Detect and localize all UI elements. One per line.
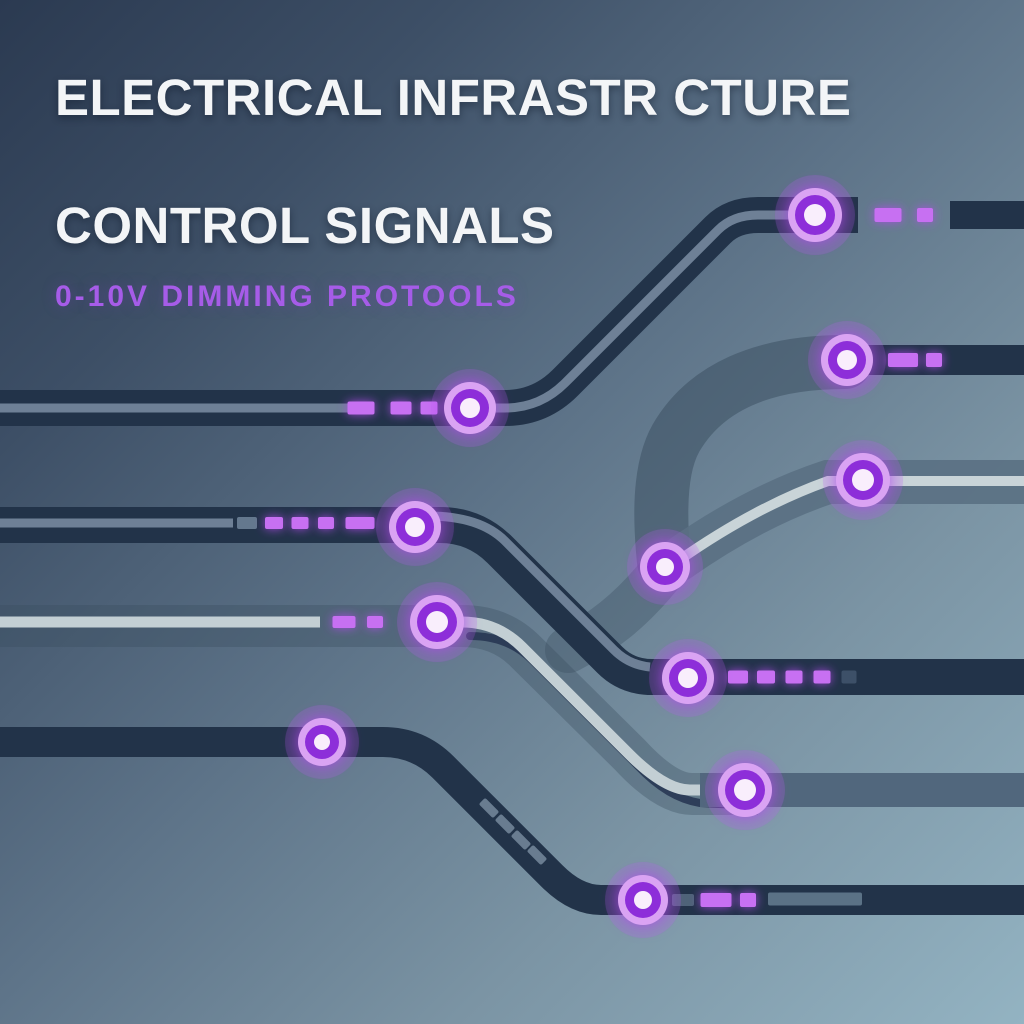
- signal-node: [627, 529, 703, 605]
- signal-dash-gray: [672, 894, 694, 906]
- signal-dash-purple: [390, 401, 412, 415]
- signal-dash-purple: [420, 401, 438, 415]
- signal-node: [823, 440, 903, 520]
- signal-dash-purple: [700, 893, 732, 907]
- signal-node: [649, 639, 727, 717]
- trace2-stripe-curve: [427, 511, 651, 672]
- signal-dash-gray: [527, 845, 547, 865]
- node-core: [804, 204, 826, 226]
- signal-dash-purple: [265, 517, 283, 529]
- signal-node: [808, 321, 886, 399]
- signal-dash-gray: [479, 798, 499, 818]
- signal-dash-purple: [757, 670, 775, 684]
- signal-dash-purple: [347, 401, 375, 415]
- node-group: [285, 175, 903, 938]
- node-core: [852, 469, 874, 491]
- trace4-dark: [0, 727, 1024, 915]
- node-core: [837, 350, 857, 370]
- signal-dash-gray: [768, 892, 862, 906]
- signal-dash-purple: [728, 670, 748, 684]
- signal-node: [285, 705, 359, 779]
- trace3-light-curve: [437, 616, 750, 796]
- node-core: [460, 398, 480, 418]
- signal-dash-purple: [291, 517, 309, 529]
- signal-node: [376, 488, 454, 566]
- signal-dash-purple: [345, 517, 375, 529]
- signal-node: [397, 582, 477, 662]
- trace-group: [0, 197, 1024, 915]
- signal-node: [705, 750, 785, 830]
- signal-dash-purple: [926, 353, 942, 367]
- signal-dash-gray: [237, 517, 257, 529]
- signal-dash-purple: [874, 208, 902, 222]
- signal-node: [605, 862, 681, 938]
- node-core: [634, 891, 652, 909]
- dash-group: [237, 208, 942, 907]
- node-core: [678, 668, 698, 688]
- signal-dash-purple: [813, 670, 831, 684]
- signal-node: [775, 175, 855, 255]
- node-core: [734, 779, 756, 801]
- node-core: [314, 734, 330, 750]
- ribbon-band-node2: [634, 335, 872, 589]
- signal-dash-purple: [318, 517, 334, 529]
- trace2-dark: [0, 507, 1024, 695]
- signal-dash-purple: [917, 208, 933, 222]
- signal-dash-purple: [785, 670, 803, 684]
- node-core: [405, 517, 425, 537]
- trace6-light: [673, 476, 1024, 566]
- signal-node: [431, 369, 509, 447]
- node-core: [426, 611, 448, 633]
- signal-dash-purple: [367, 616, 383, 628]
- trace1-stripe-curve: [470, 210, 812, 413]
- signal-dash-purple: [332, 616, 356, 628]
- signal-dash-gray: [841, 670, 857, 684]
- signal-dash-purple: [740, 893, 756, 907]
- node-core: [656, 558, 674, 576]
- signal-dash-gray: [495, 814, 515, 834]
- signal-dash-purple: [888, 353, 918, 367]
- signal-dash-gray: [511, 830, 531, 850]
